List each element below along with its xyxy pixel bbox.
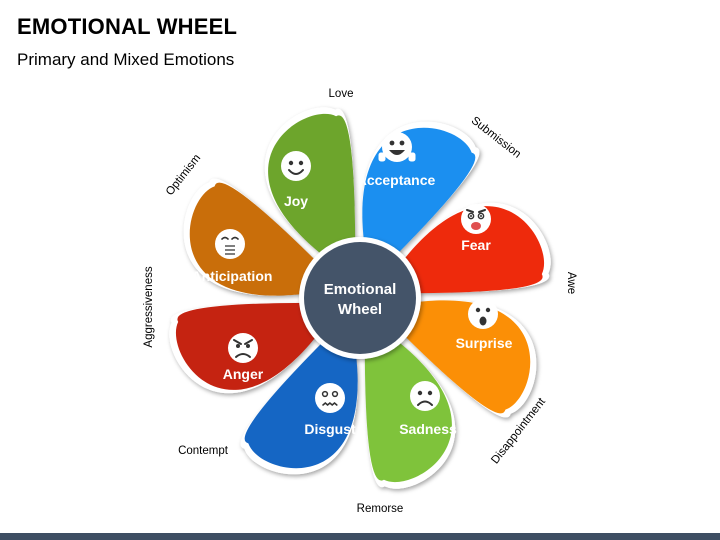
center-title-line2: Wheel xyxy=(338,301,382,318)
laughing-face-icon xyxy=(378,132,416,162)
petal-shape xyxy=(362,127,476,260)
page-subtitle: Primary and Mixed Emotions xyxy=(17,50,235,69)
petal-shape xyxy=(189,182,322,296)
scared-face-icon xyxy=(461,204,491,234)
disgusted-face-icon xyxy=(315,383,345,413)
mixed-emotion-label: Aggressiveness xyxy=(143,266,155,347)
petal-surprise: Surprise xyxy=(398,299,537,418)
petal-shape xyxy=(244,336,358,469)
page-title: EMOTIONAL WHEEL xyxy=(17,14,238,39)
petal-sadness: Sadness xyxy=(364,336,457,489)
sad-face-icon xyxy=(410,381,440,411)
mixed-emotion-label: Remorse xyxy=(357,503,404,515)
petal-fear: Fear xyxy=(398,202,551,294)
petal-label: Acceptance xyxy=(357,172,436,188)
petal-label: Disgust xyxy=(304,421,356,437)
petal-shape xyxy=(398,206,545,294)
center-title-line1: Emotional xyxy=(324,281,397,298)
mixed-emotion-label: Contempt xyxy=(178,445,229,457)
angry-face-icon xyxy=(228,333,258,363)
surprised-face-icon xyxy=(468,299,498,329)
petal-label: Sadness xyxy=(399,421,457,437)
mixed-emotion-label: Love xyxy=(329,88,354,100)
petal-shape xyxy=(364,336,452,483)
petal-label: Joy xyxy=(284,193,308,209)
petal-joy: Joy xyxy=(264,107,356,260)
petal-acceptance: Acceptance xyxy=(357,121,480,260)
petal-shape xyxy=(398,300,531,414)
petal-label: Anger xyxy=(223,366,264,382)
mixed-emotion-label: Awe xyxy=(565,272,577,294)
wheel-center: Emotional Wheel xyxy=(299,237,421,359)
petal-shape xyxy=(268,113,356,260)
petal-anger: Anger xyxy=(169,302,322,394)
petal-label: Anticipation xyxy=(192,268,273,284)
smiling-face-icon xyxy=(281,151,311,181)
anticipating-face-icon xyxy=(215,229,245,259)
petal-label: Fear xyxy=(461,237,491,253)
petal-anticipation: Anticipation xyxy=(183,178,322,296)
petal-disgust: Disgust xyxy=(240,336,358,475)
petal-label: Surprise xyxy=(456,335,513,351)
bottom-accent-bar xyxy=(0,533,720,540)
